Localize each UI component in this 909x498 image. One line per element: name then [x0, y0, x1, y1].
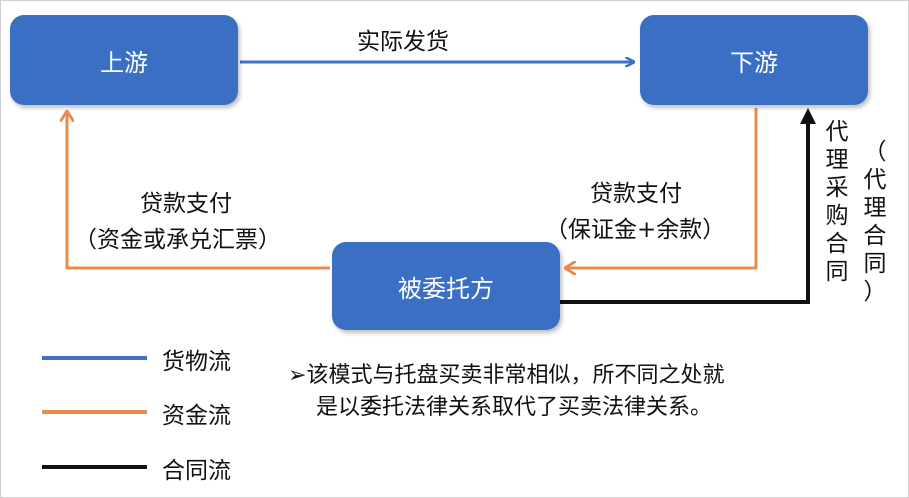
note-line-2: 是以委托法律关系取代了买卖法律关系。: [316, 395, 713, 420]
agency-contract-char: 代: [825, 119, 849, 145]
funds-flow-arrow-right: [566, 108, 758, 268]
agency-contract-char: 同: [825, 259, 849, 285]
downstream-node: 下游: [640, 15, 868, 105]
agency-contract-char: 理: [825, 147, 849, 173]
principal-node: 被委托方: [332, 242, 560, 330]
note-line-1: ➢该模式与托盘买卖非常相似，所不同之处就: [288, 360, 898, 392]
agency-paren-char: 同: [863, 251, 887, 277]
actual-delivery-label: 实际发货: [357, 29, 449, 55]
agency-purchase-contract-label: 代 理 采 购 合 同: [824, 118, 850, 286]
agency-paren-char: 合: [863, 223, 887, 249]
legend-funds-flow-label: 资金流: [162, 403, 231, 429]
legend-goods-flow-line: [42, 356, 147, 360]
agency-paren-char: （: [863, 139, 887, 165]
legend-goods-flow-label: 货物流: [162, 349, 231, 375]
agency-contract-paren-label: （ 代 理 合 同 ）: [862, 138, 888, 306]
legend-contract-flow-label: 合同流: [162, 458, 231, 484]
agency-contract-char: 采: [825, 175, 849, 201]
legend-contract-flow-line: [42, 465, 147, 469]
funds-flow-arrow-left: [67, 112, 330, 270]
legend-funds-flow-line: [42, 410, 147, 414]
agency-contract-char: 合: [825, 231, 849, 257]
agency-contract-char: 购: [825, 203, 849, 229]
agency-paren-char: 理: [863, 195, 887, 221]
note-line-1-text: 该模式与托盘买卖非常相似，所不同之处就: [306, 363, 725, 388]
upstream-node: 上游: [10, 15, 238, 105]
agency-paren-char: ）: [863, 279, 887, 305]
contract-flow-arrow: [560, 108, 816, 304]
payment-left-label-line2: （资金或承兑汇票）: [74, 227, 281, 253]
bullet-arrow-icon: ➢: [288, 363, 307, 388]
note-text: ➢该模式与托盘买卖非常相似，所不同之处就 是以委托法律关系取代了买卖法律关系。: [288, 360, 898, 424]
principal-label: 被委托方: [398, 274, 494, 303]
payment-left-label-line1: 贷款支付: [140, 191, 232, 217]
agency-paren-char: 代: [863, 167, 887, 193]
upstream-label: 上游: [100, 48, 148, 77]
downstream-label: 下游: [730, 48, 778, 77]
payment-right-label-line1: 贷款支付: [590, 181, 682, 207]
payment-right-label-line2: （保证金+余款）: [545, 217, 726, 243]
